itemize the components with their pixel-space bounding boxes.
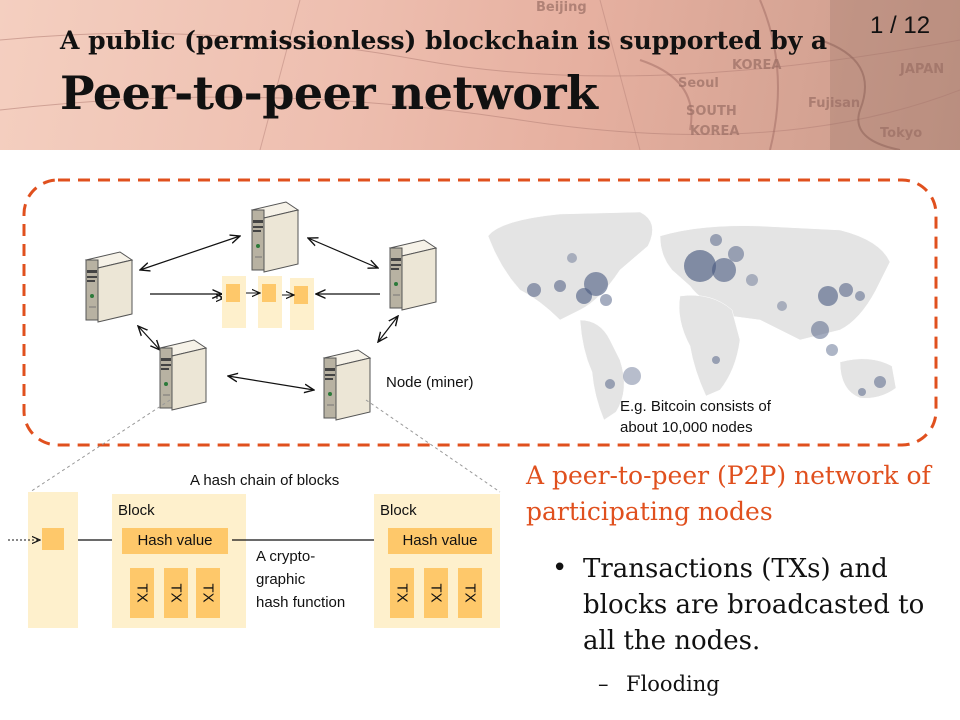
hash-function-line-2: graphic [256, 571, 306, 588]
slide-title: Peer-to-peer network [60, 66, 598, 120]
bullet-text: Transactions (TXs) and blocks are broadc… [583, 554, 925, 656]
partial-hash [42, 528, 64, 550]
network-links [138, 236, 398, 390]
tx-label: TX [427, 583, 445, 603]
map-label: KOREA [690, 124, 740, 139]
bullet-mark: • [552, 553, 568, 583]
map-label: KOREA [732, 58, 782, 73]
server-icon [323, 349, 371, 421]
hash-value: Hash value [122, 528, 228, 554]
server-icon [251, 201, 299, 273]
mini-block-icon [212, 276, 314, 330]
slide-header: Beijing KOREA Seoul JAPAN SOUTH KOREA Fu… [0, 0, 960, 150]
network-caption-line-1: E.g. Bitcoin consists of [620, 398, 771, 415]
tx-label: TX [199, 583, 217, 603]
tx-item: TX [458, 568, 482, 618]
server-icon [85, 251, 133, 323]
hash-function-line-1: A crypto- [256, 548, 316, 565]
hash-value: Hash value [388, 528, 492, 554]
partial-block [28, 492, 78, 628]
map-label: Seoul [678, 76, 719, 91]
page-number: 1 / 12 [870, 12, 931, 39]
map-label: Fujisan [808, 96, 861, 111]
block-label: Block [118, 502, 155, 519]
tx-label: TX [461, 583, 479, 603]
server-icon [159, 339, 207, 411]
world-map-icon [487, 211, 897, 421]
tx-label: TX [167, 583, 185, 603]
node-label: Node (miner) [386, 374, 474, 391]
tx-label: TX [133, 583, 151, 603]
network-frame [22, 178, 938, 447]
tx-item: TX [130, 568, 154, 618]
server-icon [389, 239, 437, 311]
map-label: JAPAN [900, 62, 945, 77]
tx-item: TX [164, 568, 188, 618]
tx-item: TX [390, 568, 414, 618]
hash-function-line-3: hash function [256, 594, 346, 611]
block-label: Block [380, 502, 417, 519]
sub-bullet-mark: – [598, 672, 609, 696]
sub-bullet-text: Flooding [626, 672, 720, 696]
tx-label: TX [393, 583, 411, 603]
p2p-heading: A peer-to-peer (P2P) network of particip… [526, 461, 931, 526]
chain-title: A hash chain of blocks [190, 472, 340, 489]
map-label: Tokyo [880, 126, 923, 141]
map-label: SOUTH [686, 104, 737, 119]
tx-item: TX [424, 568, 448, 618]
tx-item: TX [196, 568, 220, 618]
zoom-line [29, 399, 171, 493]
map-background [0, 0, 960, 150]
map-label: Beijing [536, 0, 587, 15]
network-caption-line-2: about 10,000 nodes [620, 419, 753, 436]
slide-subtitle: A public (permissionless) blockchain is … [60, 26, 828, 55]
